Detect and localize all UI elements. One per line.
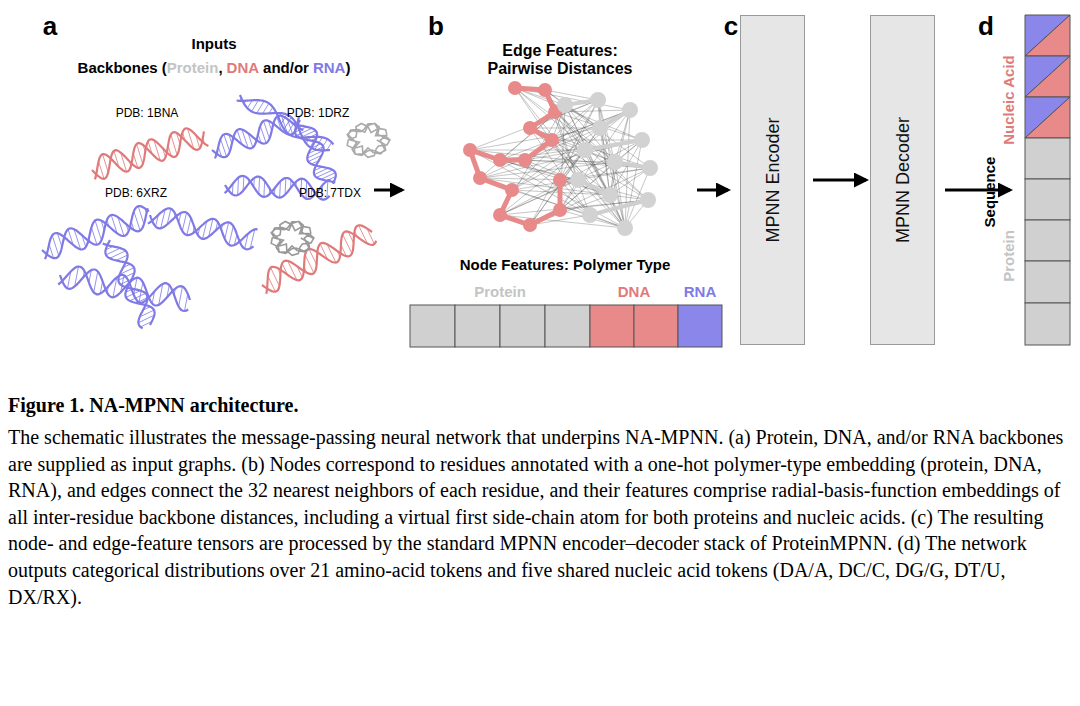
polymer-label: RNA [684,284,717,301]
subheading-part: Backbones ( [78,60,167,77]
feature-heading: Node Features: Polymer Type [460,257,671,274]
axis-label: Sequence [982,157,999,228]
sequence-column [1025,15,1070,345]
polymer-label: DNA [618,284,651,301]
input-subheading: Backbones (Protein, DNAand/orRNA) [78,60,351,77]
panel-letter: b [428,12,444,41]
subheading-part: RNA [313,60,346,77]
figure-title: Figure 1. NA-MPNN architecture. [8,394,298,417]
block-label: MPNN Encoder [762,117,783,242]
mpnn-block: MPNN Encoder [740,15,805,345]
polymer-label: Protein [474,284,526,301]
pdb-id: PDB: 7TDX [299,187,361,200]
feature-heading: Edge Features: Pairwise Distances [470,42,650,77]
figure-caption: The schematic illustrates the message-pa… [8,424,1072,610]
residue-graph [463,81,658,236]
mpnn-block: MPNN Decoder [870,15,935,345]
subheading-part: DNA [227,60,260,77]
backbone-helix [42,95,390,328]
subheading-part: ) [345,60,350,77]
pdb-id: PDB: 1BNA [116,107,179,120]
panel-letter: d [978,12,994,41]
panel-heading: Inputs [192,36,237,53]
block-label: MPNN Decoder [892,117,913,243]
subheading-part: Protein [167,60,219,77]
pdb-id: PDB: 1DRZ [287,107,350,120]
pdb-id: PDB: 6XRZ [105,187,167,200]
axis-label: Nucleic Acid [1001,55,1018,144]
subheading-part: , [218,60,222,77]
panel-letter: c [724,12,738,41]
subheading-part: and/or [263,60,309,77]
polymer-type-bar [410,305,722,347]
panel-letter: a [43,12,57,41]
flow-arrow [813,179,866,182]
axis-label: Protein [1001,230,1018,282]
